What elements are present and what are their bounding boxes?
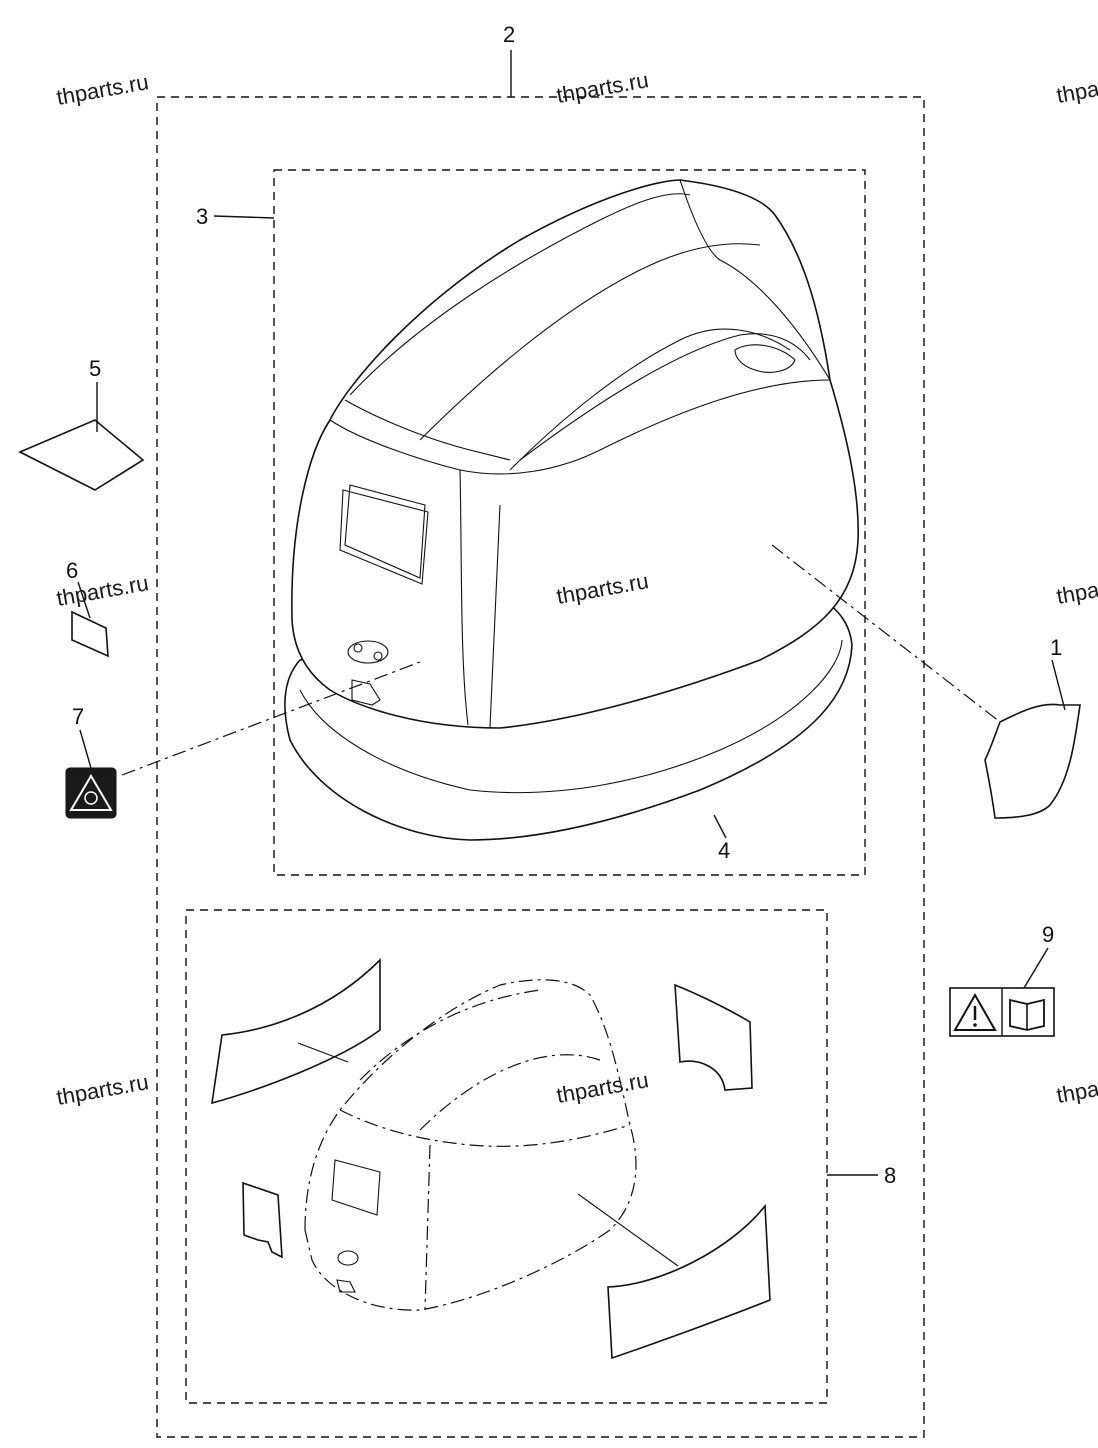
callout-2: 2 — [503, 22, 515, 47]
watermark: thparts.ru — [555, 1067, 651, 1108]
watermark: thparts.ru — [55, 1069, 151, 1110]
callout-5: 5 — [89, 356, 101, 381]
engine-warning-decal-icon — [65, 767, 117, 819]
watermark: thpa — [1055, 76, 1098, 108]
callout-6: 6 — [66, 558, 78, 583]
decal-set-side — [607, 1203, 771, 1360]
label-6 — [71, 610, 109, 658]
callout-9: 9 — [1042, 922, 1054, 947]
group-box-2 — [156, 96, 925, 1438]
decal-set-cowling-outline — [304, 979, 637, 1311]
callout-7: 7 — [72, 704, 84, 729]
group-box-3 — [273, 169, 866, 876]
watermark: thparts.ru — [555, 67, 651, 108]
group-box-8 — [185, 909, 828, 1404]
watermark: thpa — [1055, 577, 1098, 609]
callout-1: 1 — [1050, 635, 1062, 660]
callout-4: 4 — [718, 838, 730, 863]
decal-set-right — [674, 983, 753, 1091]
decal-set-rear — [242, 1181, 283, 1259]
decal-set-left — [211, 958, 381, 1105]
decal-1 — [984, 703, 1081, 819]
label-5 — [18, 419, 145, 491]
callout-3: 3 — [196, 204, 208, 229]
warning-manual-decal-icon — [949, 987, 1055, 1037]
top-cowling — [291, 179, 859, 729]
watermark: thpa — [1055, 1076, 1098, 1108]
callout-8: 8 — [884, 1163, 896, 1188]
watermark: thparts.ru — [55, 69, 151, 110]
